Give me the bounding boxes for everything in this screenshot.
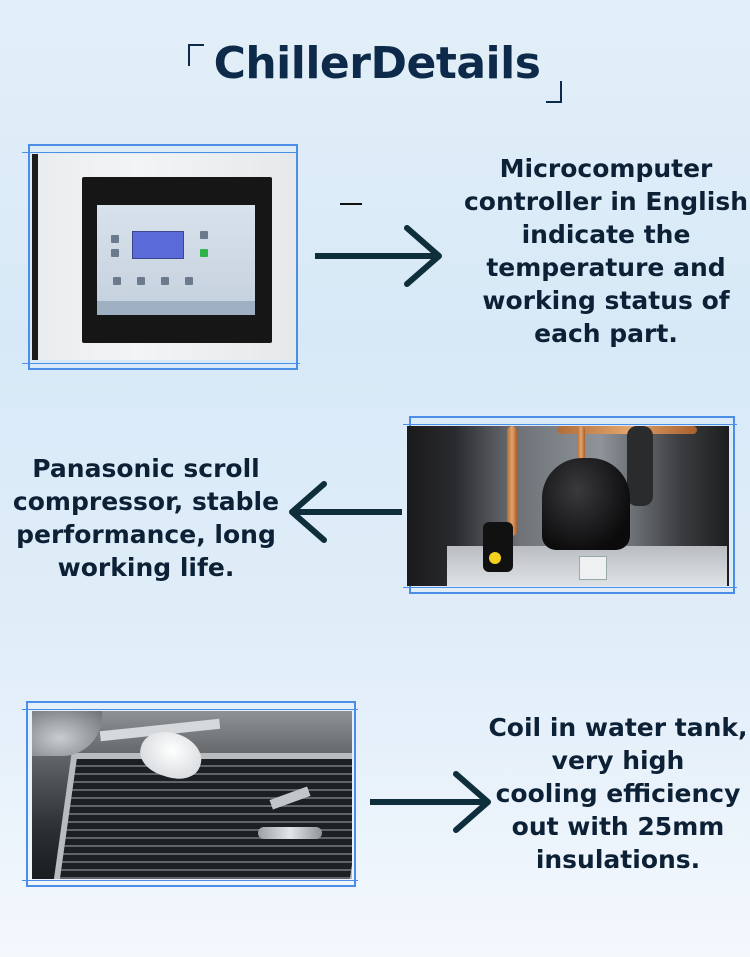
description-line: Microcomputer [499, 154, 713, 183]
controller-photo-frame [22, 144, 302, 370]
description-line: temperature and [486, 253, 726, 282]
title-corner-bracket-left [187, 44, 204, 66]
small-dash-mark [340, 203, 362, 205]
description-line: indicate the [521, 220, 691, 249]
arrow-left-icon [289, 481, 402, 543]
description-line: compressor, stable [12, 487, 280, 516]
description-line: controller in English [463, 187, 749, 216]
description-line: working status of [482, 286, 730, 315]
compressor-photo [407, 426, 729, 586]
arrow-right-icon [370, 771, 491, 833]
description-line: Panasonic scroll [32, 454, 260, 483]
coil-tank-photo [32, 711, 352, 879]
description-line: each part. [534, 319, 678, 348]
description-line: insulations. [535, 845, 701, 874]
description-line: working life. [57, 553, 235, 582]
compressor-description: Panasonic scroll compressor, stable perf… [6, 452, 286, 584]
coil-photo-frame [22, 701, 360, 887]
title-corner-bracket-right [546, 81, 563, 103]
controller-description: Microcomputer controller in English indi… [462, 152, 750, 350]
description-line: out with 25mm [511, 812, 725, 841]
compressor-photo-frame [403, 416, 739, 594]
controller-photo [32, 154, 296, 360]
page-title-text: ChillerDetails [213, 38, 541, 89]
description-line: very high [551, 746, 685, 775]
description-line: performance, long [16, 520, 276, 549]
description-line: Coil in water tank, [488, 713, 748, 742]
page-title: ChillerDetails [0, 38, 750, 103]
arrow-right-icon [315, 225, 442, 287]
coil-description: Coil in water tank, very high cooling ef… [486, 711, 750, 876]
description-line: cooling efficiency [495, 779, 741, 808]
